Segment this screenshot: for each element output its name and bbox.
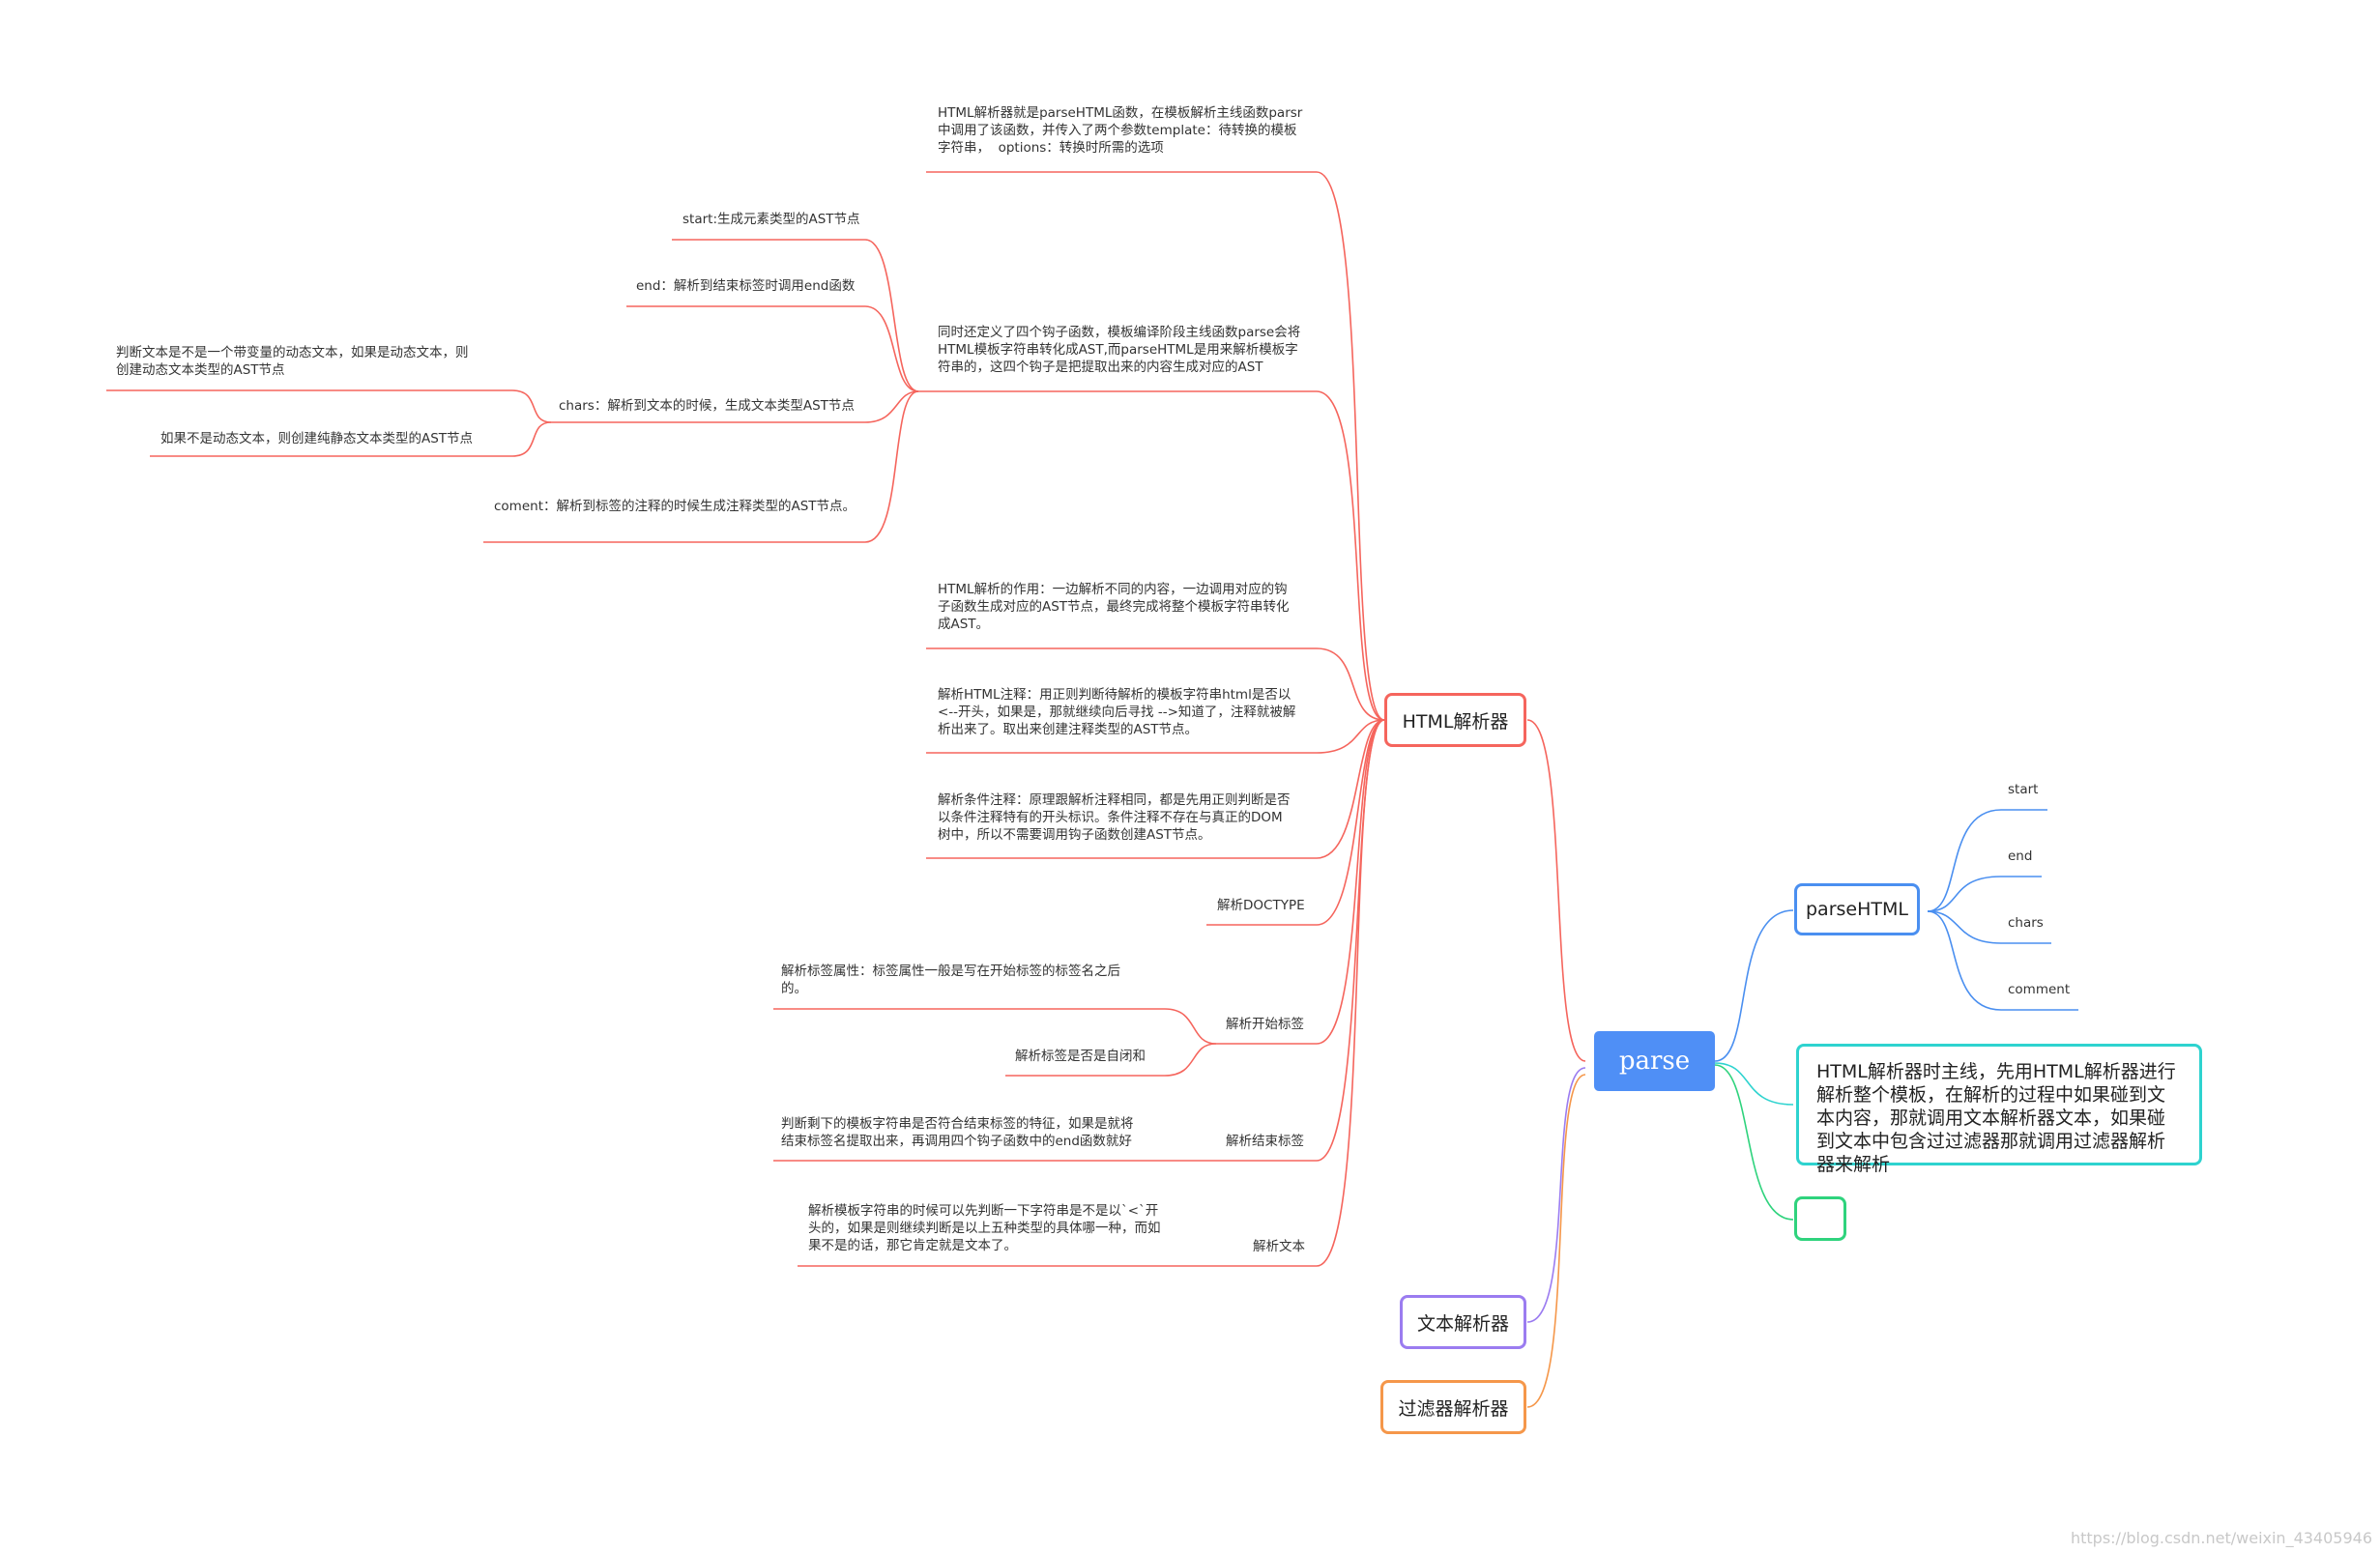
node-filter-parser[interactable]: 过滤器解析器 [1380, 1380, 1526, 1434]
leaf-end-detail[interactable]: 判断剩下的模板字符串是否符合结束标签的特征，如果是就将 结束标签名提取出来，再调… [781, 1116, 1134, 1149]
node-summary[interactable]: HTML解析器时主线，先用HTML解析器进行解析整个模板，在解析的过程中如果碰到… [1796, 1044, 2202, 1175]
leaf-hook-end[interactable]: end：解析到结束标签时调用end函数 [636, 278, 856, 294]
root-node-parse[interactable]: parse [1594, 1031, 1715, 1091]
edge-root-html [1526, 719, 1586, 1062]
leaf-chars-static[interactable]: 如果不是动态文本，则创建纯静态文本类型的AST节点 [160, 431, 474, 446]
leaf-html-start-tag[interactable]: 解析开始标签 [1226, 1017, 1304, 1032]
leaf-chars-dynamic[interactable]: 判断文本是不是一个带变量的动态文本，如果是动态文本，则 创建动态文本类型的AST… [116, 345, 469, 378]
leaf-hook-comment[interactable]: coment：解析到标签的注释的时候生成注释类型的AST节点。 [494, 499, 856, 514]
leaf-hook-start[interactable]: start:生成元素类型的AST节点 [682, 212, 860, 227]
leaf-html-role[interactable]: HTML解析的作用：一边解析不同的内容，一边调用对应的钩 子函数生成对应的AST… [938, 582, 1290, 632]
edge-root-empty [1714, 1064, 1794, 1221]
node-empty[interactable] [1794, 1196, 1846, 1241]
leaf-hook-chars[interactable]: chars：解析到文本的时候，生成文本类型AST节点 [559, 398, 855, 414]
watermark: https://blog.csdn.net/weixin_43405946 [2070, 1529, 2372, 1547]
leaf-html-text[interactable]: 解析文本 [1253, 1239, 1305, 1254]
leaf-html-conditional[interactable]: 解析条件注释：原理跟解析注释相同，都是先用正则判断是否 以条件注释特有的开头标识… [938, 792, 1291, 843]
leaf-parsehtml-end[interactable]: end [2008, 848, 2033, 864]
edge-root-filter [1526, 1074, 1586, 1408]
node-parsehtml[interactable]: parseHTML [1794, 883, 1920, 935]
leaf-parsehtml-comment[interactable]: comment [2008, 982, 2071, 997]
edge-ph-comment [1927, 910, 2078, 1011]
leaf-text-detail[interactable]: 解析模板字符串的时候可以先判断一下字符串是不是以`<`开 头的，如果是则继续判断… [808, 1203, 1161, 1253]
edge-ph-start [1927, 809, 2047, 912]
edge-ph-end [1927, 876, 2042, 912]
leaf-start-self[interactable]: 解析标签是否是自闭和 [1015, 1049, 1146, 1064]
edge-root-parsehtml [1714, 909, 1794, 1062]
leaf-html-intro[interactable]: HTML解析器就是parseHTML函数，在模板解析主线函数parsr 中调用了… [938, 105, 1303, 156]
leaf-parsehtml-start[interactable]: start [2008, 782, 2039, 797]
leaf-html-hooks[interactable]: 同时还定义了四个钩子函数，模板编译阶段主线函数parse会将 HTML模板字符串… [938, 325, 1301, 375]
node-text-parser[interactable]: 文本解析器 [1400, 1295, 1526, 1349]
edge-root-text [1526, 1067, 1586, 1323]
leaf-html-doctype[interactable]: 解析DOCTYPE [1217, 898, 1305, 913]
leaf-start-attr[interactable]: 解析标签属性：标签属性一般是写在开始标签的标签名之后 的。 [781, 963, 1120, 996]
leaf-html-end-tag[interactable]: 解析结束标签 [1226, 1134, 1304, 1149]
edge-root-summary [1714, 1062, 1794, 1106]
edge-ph-chars [1927, 910, 2051, 944]
leaf-parsehtml-chars[interactable]: chars [2008, 915, 2044, 931]
leaf-html-comment[interactable]: 解析HTML注释：用正则判断待解析的模板字符串html是否以 <--开头，如果是… [938, 687, 1296, 737]
node-html-parser[interactable]: HTML解析器 [1384, 693, 1526, 747]
